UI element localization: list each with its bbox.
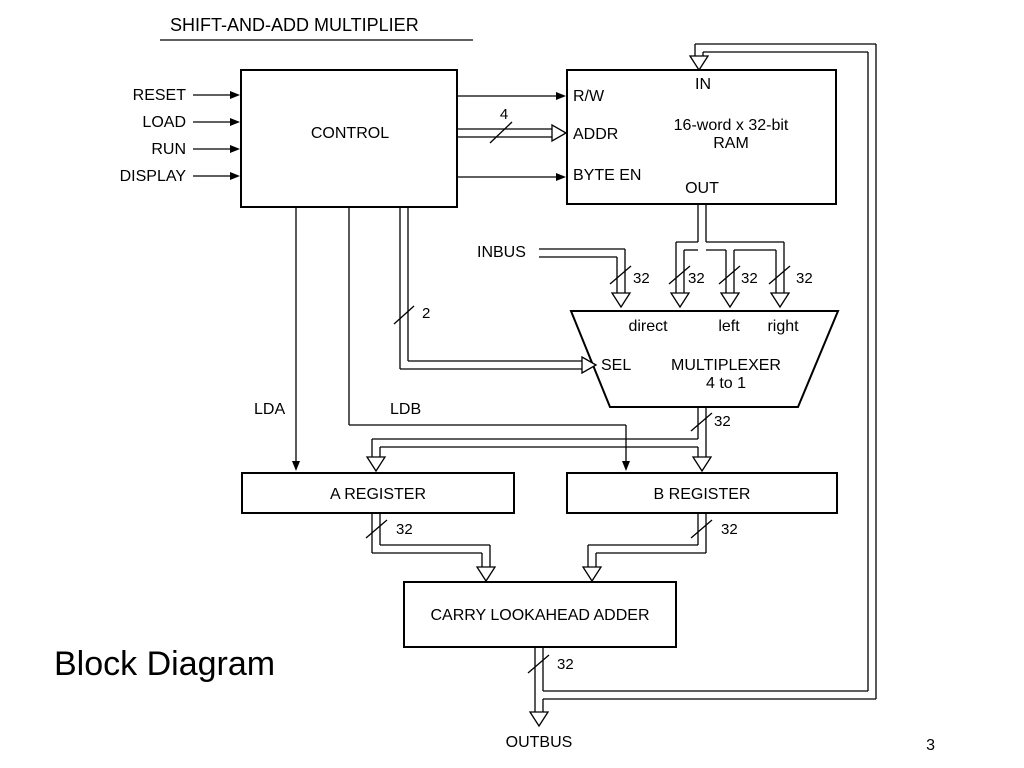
ram-out-bus bbox=[668, 204, 791, 309]
input-label-reset: RESET bbox=[133, 87, 187, 104]
b-register-box bbox=[566, 472, 838, 514]
ram-box bbox=[566, 69, 837, 205]
inbus-width-label: 32 bbox=[633, 270, 650, 287]
sel-width-label: 2 bbox=[422, 305, 430, 322]
direct-width-label: 32 bbox=[688, 270, 705, 287]
slide-heading: Block Diagram bbox=[54, 645, 275, 683]
adder-label: CARRY LOOKAHEAD ADDER bbox=[430, 607, 649, 624]
control-to-ram bbox=[457, 92, 568, 181]
lda-label: LDA bbox=[254, 401, 285, 418]
adder-box bbox=[403, 581, 677, 648]
lda-signal bbox=[292, 207, 300, 471]
page-number: 3 bbox=[926, 737, 935, 754]
inbus-bus bbox=[539, 248, 632, 309]
ldb-signal bbox=[348, 207, 630, 471]
addr-width-label: 4 bbox=[500, 106, 508, 123]
control-label: CONTROL bbox=[311, 125, 389, 142]
mux-title-line2: 4 to 1 bbox=[706, 375, 746, 392]
a-register-box bbox=[241, 472, 515, 514]
mux-left-label: left bbox=[718, 318, 740, 335]
right-width-label: 32 bbox=[796, 270, 813, 287]
adder-output-bus bbox=[527, 647, 876, 728]
ram-byte-en-label: BYTE EN bbox=[573, 167, 641, 184]
b-to-adder-bus bbox=[581, 513, 713, 583]
multiplexer-box bbox=[569, 310, 840, 408]
a-to-adder-bus bbox=[365, 513, 497, 583]
input-label-run: RUN bbox=[151, 141, 186, 158]
ram-title-line1: 16-word x 32-bit bbox=[674, 117, 789, 134]
mux-output-bus bbox=[365, 407, 713, 473]
a-register-label: A REGISTER bbox=[330, 486, 426, 503]
adder-out-width-label: 32 bbox=[557, 656, 574, 673]
input-label-load: LOAD bbox=[142, 114, 186, 131]
ram-addr-label: ADDR bbox=[573, 126, 618, 143]
left-width-label: 32 bbox=[741, 270, 758, 287]
ram-out-label: OUT bbox=[685, 180, 719, 197]
mux-title-line1: MULTIPLEXER bbox=[671, 357, 781, 374]
b-register-label: B REGISTER bbox=[654, 486, 751, 503]
ram-rw-label: R/W bbox=[573, 88, 605, 105]
a-out-width-label: 32 bbox=[396, 521, 413, 538]
mux-sel-label: SEL bbox=[601, 357, 631, 374]
ram-in-label: IN bbox=[695, 76, 711, 93]
b-out-width-label: 32 bbox=[721, 521, 738, 538]
feedback-bus bbox=[688, 43, 877, 699]
input-label-display: DISPLAY bbox=[120, 168, 187, 185]
inbus-label: INBUS bbox=[477, 244, 526, 261]
sel-bus bbox=[393, 207, 598, 375]
ram-title-line2: RAM bbox=[713, 135, 749, 152]
diagram-title: SHIFT-AND-ADD MULTIPLIER bbox=[170, 15, 419, 35]
outbus-label: OUTBUS bbox=[506, 734, 573, 751]
mux-out-width-label: 32 bbox=[714, 413, 731, 430]
mux-direct-label: direct bbox=[628, 318, 668, 335]
ldb-label: LDB bbox=[390, 401, 421, 418]
control-box bbox=[240, 69, 458, 208]
mux-right-label: right bbox=[767, 318, 799, 335]
input-arrows bbox=[193, 91, 240, 180]
